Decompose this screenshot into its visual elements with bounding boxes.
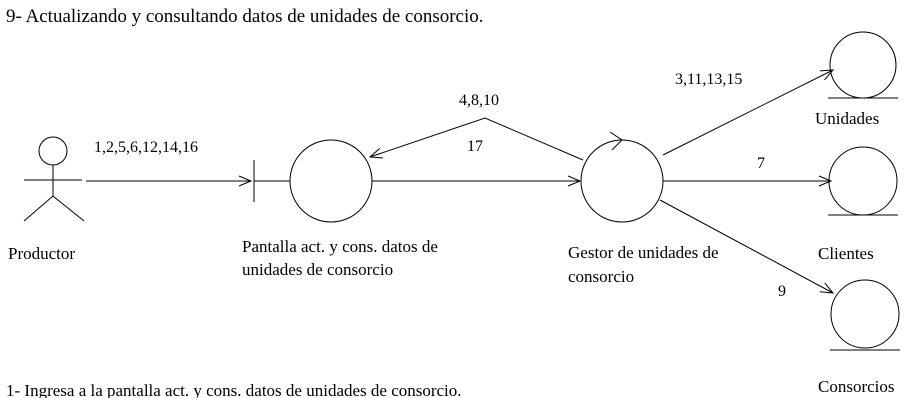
entity-unidades-label: Unidades	[815, 109, 879, 128]
message-arrow-controller-boundary	[370, 117, 584, 161]
message-label-controller-boundary-b: 17	[467, 138, 483, 155]
entity-consorcios-label: Consorcios	[818, 377, 895, 396]
message-label-controller-unidades: 3,11,13,15	[675, 71, 742, 88]
controller-arrowhead	[609, 131, 623, 151]
entity-clientes	[828, 146, 898, 216]
message-label-controller-boundary-a: 4,8,10	[459, 92, 499, 109]
diagram-title: 9- Actualizando y consultando datos de u…	[6, 6, 484, 27]
message-arrow-controller-unidades	[662, 70, 833, 156]
boundary-label-line1: Pantalla act. y cons. datos de	[242, 237, 438, 256]
boundary-label-line2: unidades de consorcio	[242, 260, 393, 279]
entity-unidades	[828, 31, 898, 99]
message-label-controller-consorcios: 9	[778, 283, 786, 300]
message-arrow-controller-consorcios	[659, 199, 833, 293]
boundary-object	[253, 139, 373, 223]
actor-right-leg	[52, 195, 85, 222]
actor-productor	[23, 136, 85, 222]
step-footnote: 1- Ingresa a la pantalla act. y cons. da…	[6, 381, 462, 398]
entity-clientes-label: Clientes	[818, 244, 874, 263]
message-label-controller-clientes: 7	[757, 155, 765, 172]
boundary-circle	[289, 139, 373, 223]
actor-left-leg	[23, 195, 54, 222]
controller-label-line2: consorcio	[568, 267, 634, 286]
controller-circle	[580, 139, 664, 223]
entity-consorcios	[830, 279, 900, 351]
controller-object	[580, 131, 664, 223]
message-label-actor-boundary: 1,2,5,6,12,14,16	[94, 139, 198, 156]
actor-label: Productor	[8, 244, 75, 263]
entity-consorcios-circle	[830, 279, 900, 349]
controller-label-line1: Gestor de unidades de	[568, 243, 719, 262]
actor-head	[38, 136, 68, 166]
entity-clientes-circle	[828, 146, 898, 216]
entity-unidades-circle	[829, 31, 897, 99]
